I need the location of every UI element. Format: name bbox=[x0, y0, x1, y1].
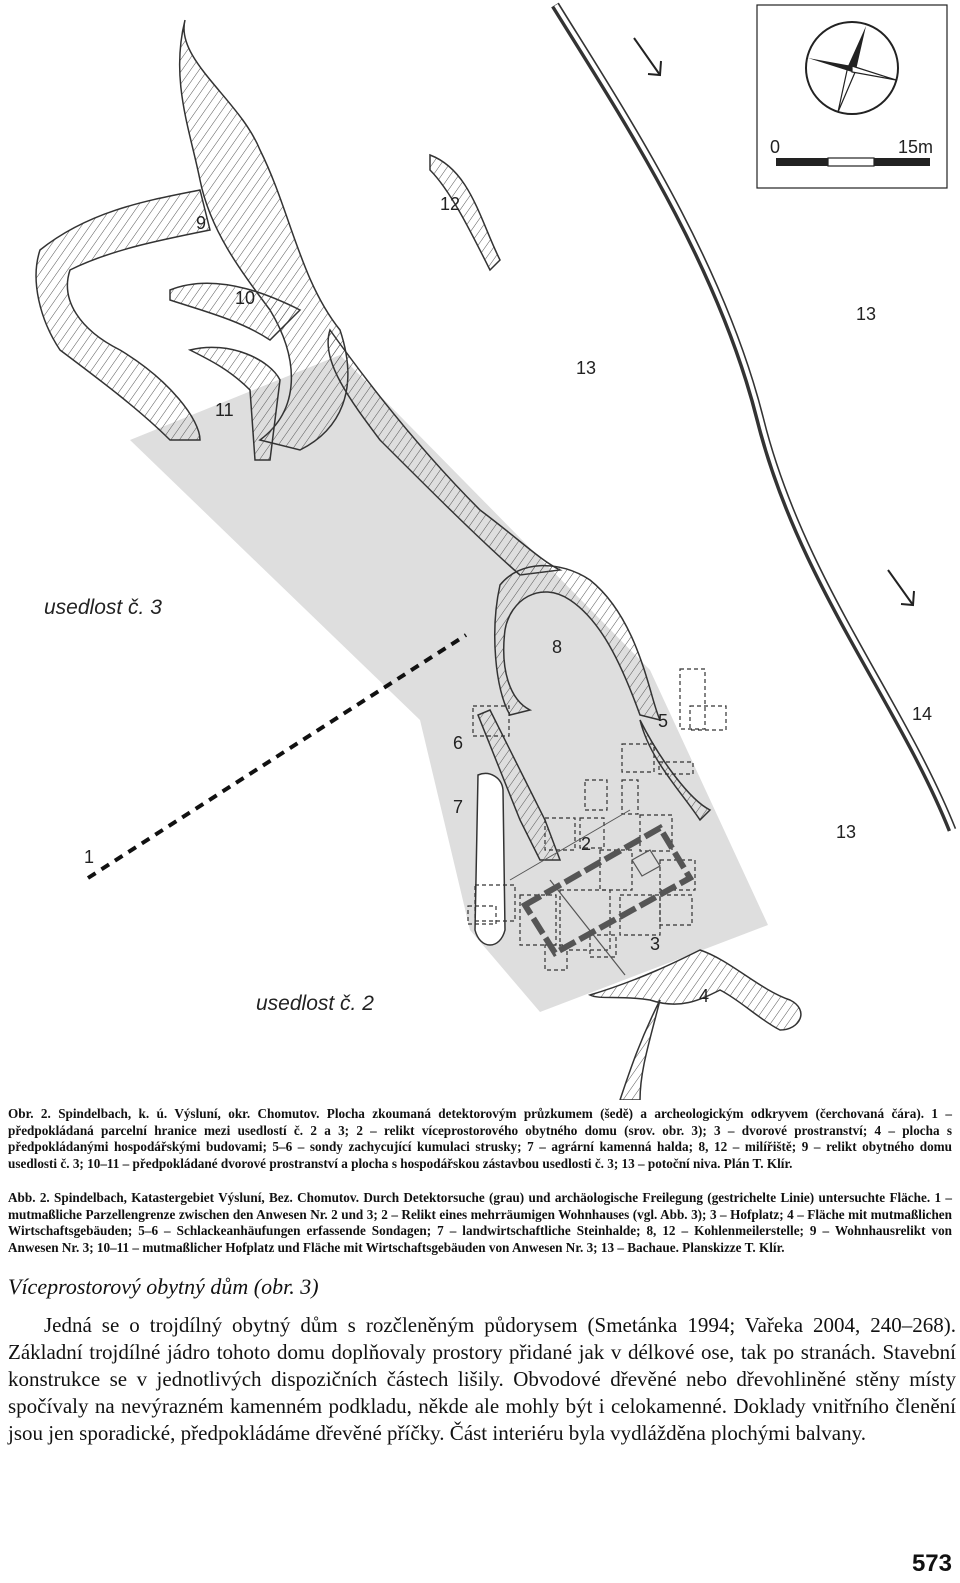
scale-end-label: 15m bbox=[898, 137, 933, 157]
label-2: 2 bbox=[581, 834, 591, 854]
label-13-b: 13 bbox=[856, 304, 876, 324]
label-4: 4 bbox=[699, 986, 709, 1006]
label-12: 12 bbox=[440, 194, 460, 214]
detector-survey-area bbox=[130, 355, 768, 1012]
stream-line-inner bbox=[554, 3, 955, 831]
page-number: 573 bbox=[911, 1550, 952, 1577]
terrain-hachures bbox=[35, 19, 802, 1100]
label-11: 11 bbox=[215, 400, 234, 420]
parcel-boundary-line bbox=[86, 633, 468, 880]
scale-bar: 0 15m bbox=[770, 137, 933, 167]
excavation-trenches bbox=[467, 668, 727, 971]
label-6: 6 bbox=[453, 733, 463, 753]
figure-caption-german: Abb. 2. Spindelbach, Katastergebiet Výsl… bbox=[8, 1190, 952, 1255]
label-7: 7 bbox=[453, 797, 463, 817]
label-usedlost-2: usedlost č. 2 bbox=[256, 992, 374, 1015]
arrow-down-right-icon bbox=[887, 569, 915, 607]
label-1: 1 bbox=[84, 847, 94, 867]
label-13-c: 13 bbox=[836, 822, 856, 842]
label-8: 8 bbox=[552, 637, 562, 657]
section-heading: Víceprostorový obytný dům (obr. 3) bbox=[8, 1274, 319, 1299]
figure-caption-czech: Obr. 2. Spindelbach, k. ú. Výsluní, okr.… bbox=[8, 1106, 952, 1171]
body-paragraph: Jedná se o trojdílný obytný dům s rozčle… bbox=[8, 1313, 956, 1445]
label-5: 5 bbox=[658, 711, 668, 731]
label-usedlost-3: usedlost č. 3 bbox=[44, 596, 162, 619]
scale-start-label: 0 bbox=[770, 137, 780, 157]
site-plan-figure: 0 15m 1 2 3 4 5 6 7 8 9 10 11 12 13 13 1… bbox=[35, 2, 957, 1100]
house-relic-outline bbox=[520, 823, 695, 958]
label-14: 14 bbox=[912, 704, 932, 724]
arrow-down-right-icon bbox=[633, 37, 662, 77]
label-10: 10 bbox=[235, 288, 255, 308]
label-13-a: 13 bbox=[576, 358, 596, 378]
label-9: 9 bbox=[196, 213, 206, 233]
label-3: 3 bbox=[650, 934, 660, 954]
compass-north-arrow-icon bbox=[805, 21, 899, 115]
